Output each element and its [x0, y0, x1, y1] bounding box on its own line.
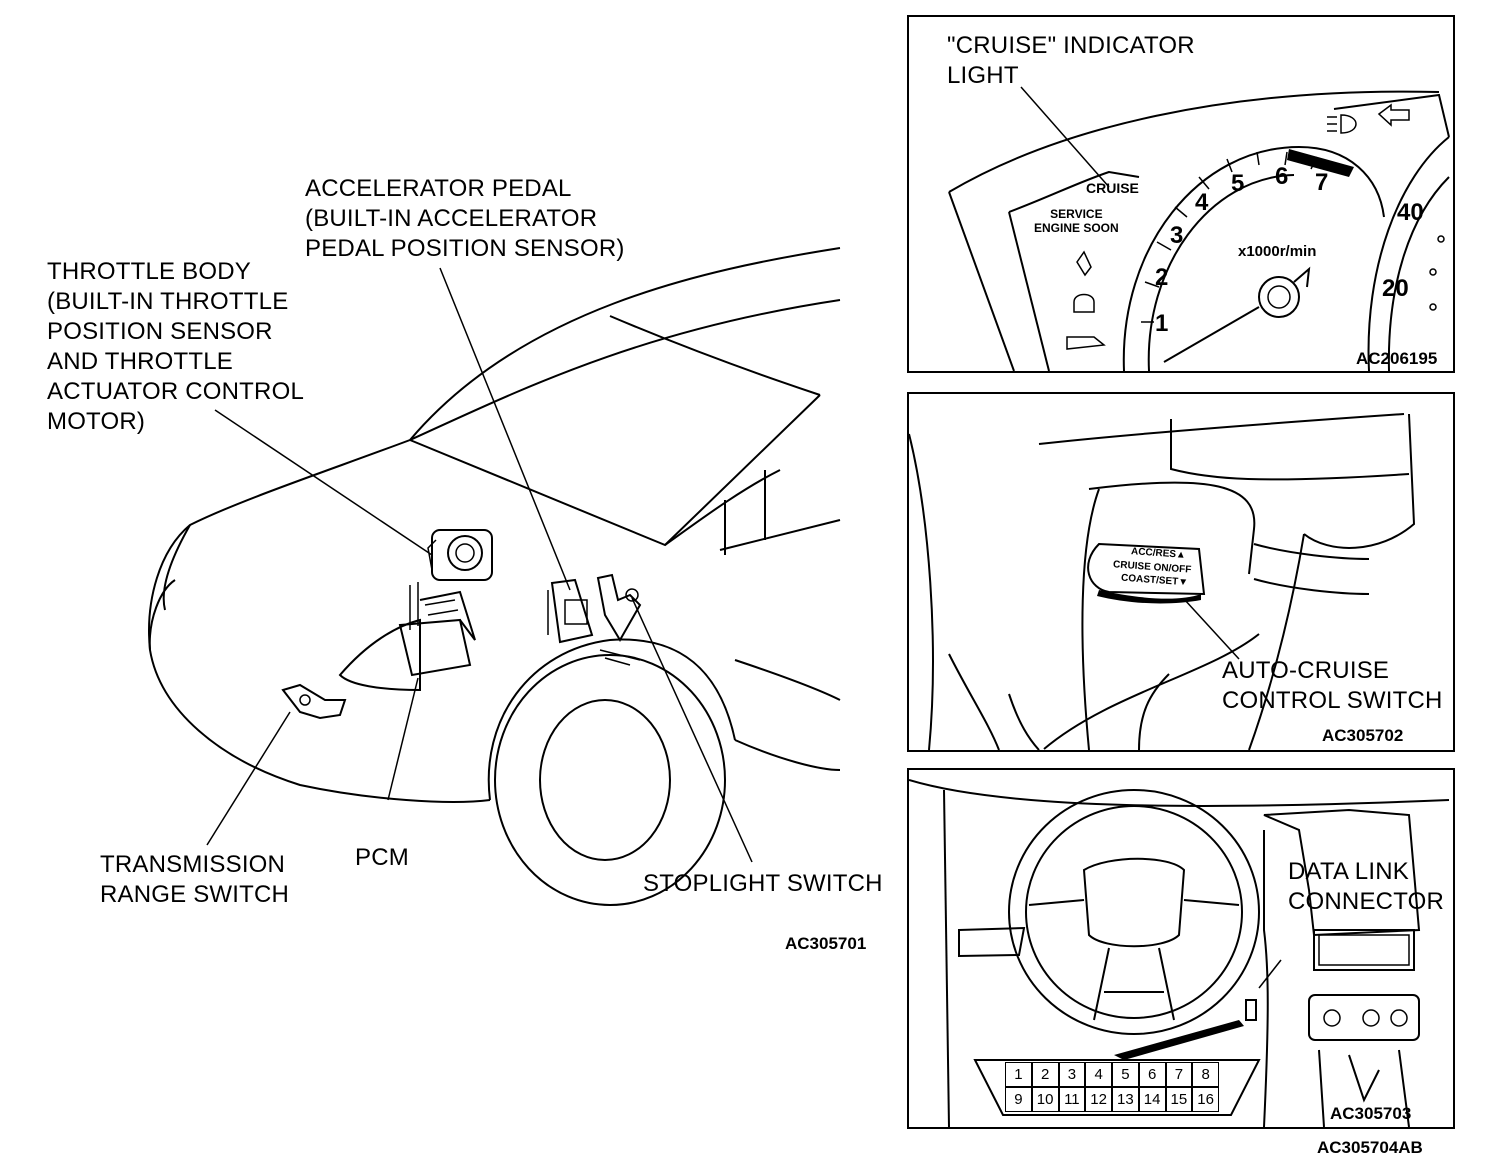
tach-number-2: 2: [1155, 264, 1169, 291]
pin-13: 13: [1112, 1087, 1139, 1112]
speed-number-40: 40: [1397, 199, 1424, 226]
pin-8: 8: [1192, 1062, 1219, 1087]
pin-2: 2: [1031, 1062, 1059, 1087]
figure-code-cluster: AC206195: [1356, 349, 1438, 368]
stoplight-switch-part: [596, 573, 642, 666]
cluster-cruise-text: CRUISE: [1086, 180, 1139, 196]
vehicle-illustration: [148, 247, 841, 906]
figure-code-main: AC305701: [785, 934, 867, 953]
panel-instrument-cluster: "CRUISE" INDICATOR LIGHT CRUISE SERVICE …: [907, 15, 1455, 373]
pin-1: 1: [1005, 1062, 1032, 1087]
pin-16: 16: [1192, 1087, 1219, 1112]
throttle-body-part: [427, 529, 493, 581]
label-auto-cruise-control-switch: AUTO-CRUISE CONTROL SWITCH: [1222, 657, 1443, 714]
panel-data-link-connector: DATA LINK CONNECTOR 1 2 3 4 5 6 7 8 9 10…: [907, 768, 1455, 1129]
tach-number-4: 4: [1195, 189, 1209, 216]
label-stoplight-switch: STOPLIGHT SWITCH: [643, 870, 883, 897]
pin-10: 10: [1031, 1087, 1059, 1112]
label-cruise-indicator-light: "CRUISE" INDICATOR LIGHT: [947, 32, 1195, 89]
pin-3: 3: [1058, 1062, 1086, 1087]
tach-unit: x1000r/min: [1238, 243, 1317, 260]
pin-4: 4: [1085, 1062, 1112, 1087]
switch-illustration: [909, 413, 1416, 750]
page-code: AC305704AB: [1317, 1138, 1423, 1157]
tach-number-3: 3: [1170, 222, 1184, 249]
cluster-service-text: SERVICE ENGINE SOON: [1034, 207, 1119, 235]
figure-code-dlc: AC305703: [1330, 1104, 1412, 1123]
tach-number-7: 7: [1315, 169, 1329, 196]
pin-6: 6: [1138, 1062, 1166, 1087]
pin-14: 14: [1138, 1087, 1166, 1112]
pin-12: 12: [1085, 1087, 1112, 1112]
label-accelerator-pedal: ACCELERATOR PEDAL (BUILT-IN ACCELERATOR …: [305, 175, 625, 262]
connector-pin-grid: 1 2 3 4 5 6 7 8 9 10 11 12 13 14 15 16: [1005, 1062, 1219, 1112]
label-transmission-range-switch: TRANSMISSION RANGE SWITCH: [100, 851, 290, 908]
tach-number-5: 5: [1231, 170, 1245, 197]
transmission-range-switch-part: [281, 683, 347, 720]
pin-9: 9: [1005, 1087, 1032, 1112]
label-data-link-connector: DATA LINK CONNECTOR: [1288, 858, 1445, 915]
pin-5: 5: [1112, 1062, 1139, 1087]
speed-number-20: 20: [1382, 275, 1409, 302]
label-throttle-body: THROTTLE BODY (BUILT-IN THROTTLE POSITIO…: [47, 258, 304, 435]
accelerator-pedal-part: [547, 578, 594, 644]
tach-number-1: 1: [1155, 310, 1169, 337]
pin-11: 11: [1058, 1087, 1086, 1112]
pcm-part: [398, 582, 476, 677]
dashboard-illustration: [909, 779, 1450, 1127]
tach-number-6: 6: [1275, 163, 1289, 190]
label-pcm: PCM: [355, 844, 409, 871]
pin-7: 7: [1165, 1062, 1193, 1087]
pin-15: 15: [1165, 1087, 1193, 1112]
panel-auto-cruise-switch: ACC/RES▲ CRUISE ON/OFF COAST/SET▼ AUTO-C…: [907, 392, 1455, 752]
figure-code-switch: AC305702: [1322, 726, 1404, 745]
cluster-illustration: [948, 86, 1450, 371]
